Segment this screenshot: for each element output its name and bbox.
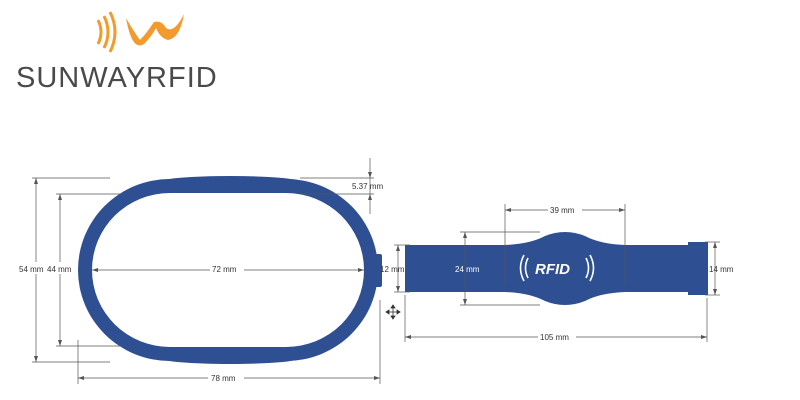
sunway-logo-icon xyxy=(96,11,184,53)
logo: SUNWAYRFID xyxy=(0,0,282,144)
clasp-width-label: 12 mm xyxy=(380,265,405,274)
bracelet-clasp xyxy=(373,254,382,287)
outer-height-label: 54 mm xyxy=(19,265,44,274)
move-cursor-icon xyxy=(385,304,401,320)
inner-width-label: 72 mm xyxy=(212,265,237,274)
total-length-label: 105 mm xyxy=(540,333,569,342)
outer-width-label: 78 mm xyxy=(211,374,236,383)
rfid-head xyxy=(505,232,625,305)
inner-height-label: 44 mm xyxy=(47,265,72,274)
wristband-strap-end xyxy=(688,242,708,295)
rfid-label: RFID xyxy=(535,261,570,278)
strap-width-label: 14 mm xyxy=(709,265,734,274)
head-height-label: 24 mm xyxy=(455,265,480,274)
wristband-flat-view xyxy=(405,232,708,305)
bracelet-bottom-lobe xyxy=(160,352,300,364)
rfid-waves-icon xyxy=(519,254,595,282)
thickness-label: 5.37 mm xyxy=(352,182,383,191)
head-width-label: 39 mm xyxy=(550,206,575,215)
brand-name: SUNWAYRFID xyxy=(16,62,218,94)
bracelet-top-lobe xyxy=(160,176,300,188)
